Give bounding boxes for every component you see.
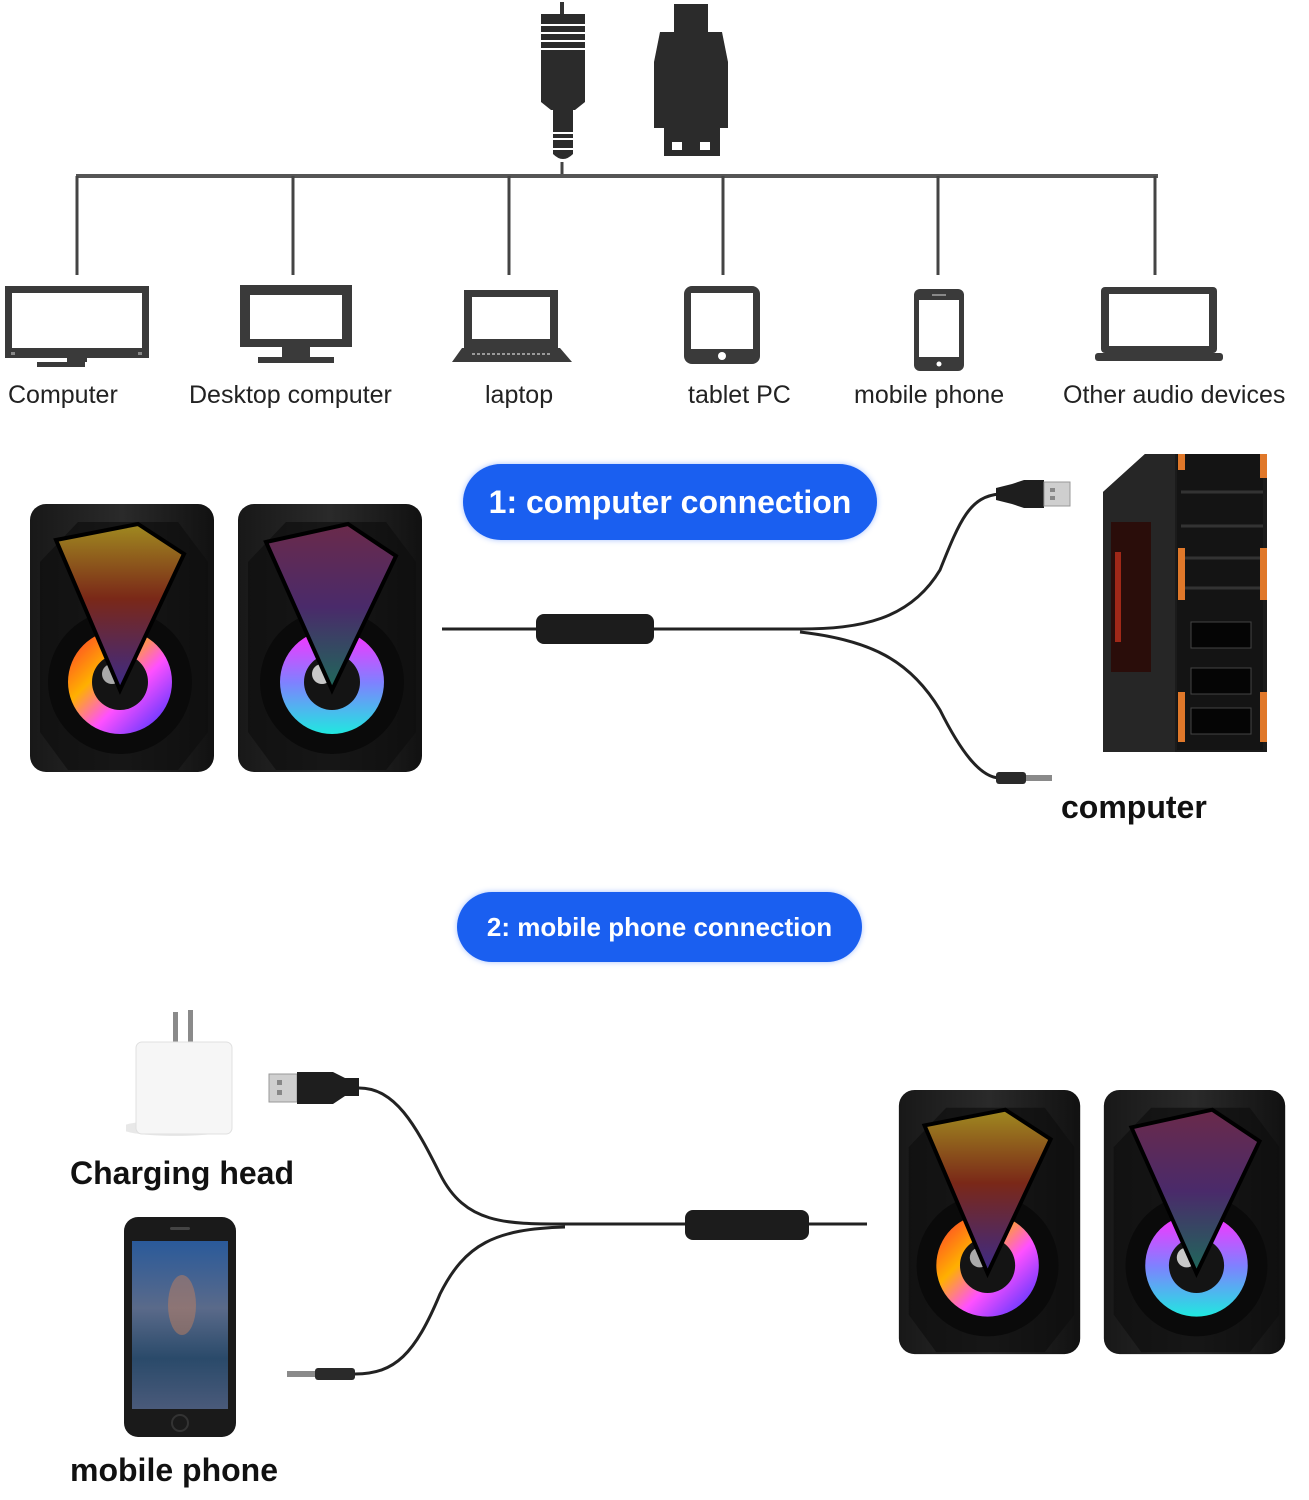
audio-jack-connector bbox=[287, 1368, 355, 1380]
pc-tower-image bbox=[1103, 454, 1267, 752]
smartphone-icon bbox=[914, 289, 964, 371]
device-label-desktop: Desktop computer bbox=[189, 381, 392, 409]
device-label-computer: Computer bbox=[8, 381, 118, 409]
rgb-speakers-pair bbox=[30, 504, 422, 772]
connector-diagram: Computer Desktop computer laptop tablet … bbox=[0, 0, 1309, 420]
tablet-icon bbox=[684, 286, 760, 364]
device-label-mobile: mobile phone bbox=[854, 381, 1005, 409]
speaker-right bbox=[1103, 1089, 1286, 1355]
desktop-monitor-icon bbox=[240, 285, 352, 363]
notebook-icon bbox=[1095, 287, 1223, 361]
usb-connector bbox=[996, 480, 1071, 508]
speaker-left bbox=[898, 1089, 1081, 1355]
speaker-right bbox=[238, 504, 422, 772]
computer-label: computer bbox=[1061, 789, 1207, 825]
charging-head-label: Charging head bbox=[70, 1155, 295, 1191]
speaker-left bbox=[30, 504, 214, 772]
audio-jack-connector bbox=[996, 772, 1052, 784]
audio-jack-icon bbox=[541, 2, 585, 159]
section1-title-badge: 1: computer connection bbox=[463, 464, 877, 540]
all-in-one-monitor-icon bbox=[5, 286, 149, 367]
usb-plug-icon bbox=[654, 4, 728, 156]
inline-volume-control bbox=[685, 1210, 809, 1240]
connection-tree-lines bbox=[75, 162, 1158, 275]
rgb-speakers-pair-2 bbox=[898, 1089, 1286, 1355]
section2-title-badge: 2: mobile phone connection bbox=[457, 892, 862, 962]
charging-head-image bbox=[126, 1010, 233, 1136]
mobile-phone-image bbox=[124, 1217, 236, 1437]
y-cable-mobile bbox=[268, 1072, 867, 1380]
y-cable-computer bbox=[442, 480, 1071, 784]
laptop-icon bbox=[452, 290, 572, 362]
device-label-tablet: tablet PC bbox=[688, 381, 791, 409]
mobile-phone-label: mobile phone bbox=[70, 1452, 278, 1488]
inline-volume-control bbox=[536, 614, 654, 644]
device-label-laptop: laptop bbox=[485, 381, 554, 409]
device-label-other: Other audio devices bbox=[1063, 381, 1286, 409]
usb-connector bbox=[268, 1072, 359, 1104]
